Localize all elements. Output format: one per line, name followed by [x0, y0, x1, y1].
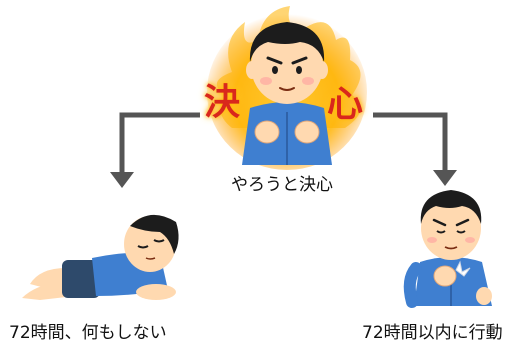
active-boy-illustration [403, 190, 492, 308]
right-fist [294, 120, 320, 144]
head [251, 28, 323, 104]
decision-char-left: 決 [204, 81, 241, 123]
left-fist [254, 120, 280, 144]
arrow-to-left-outcome [110, 112, 200, 188]
center-label: やろうと決心 [231, 175, 333, 195]
active-head [421, 196, 481, 260]
fist-on-chest [433, 265, 457, 287]
left-outcome-label: 72時間、何もしない [9, 323, 167, 343]
shorts [62, 260, 100, 298]
lying-boy-illustration [22, 214, 179, 300]
decision-char-right: 心 [327, 83, 364, 125]
arrow-to-right-outcome [373, 112, 457, 186]
determined-boy-illustration [207, 6, 367, 170]
right-outcome-label: 72時間以内に行動 [362, 323, 503, 343]
hair [249, 22, 325, 62]
